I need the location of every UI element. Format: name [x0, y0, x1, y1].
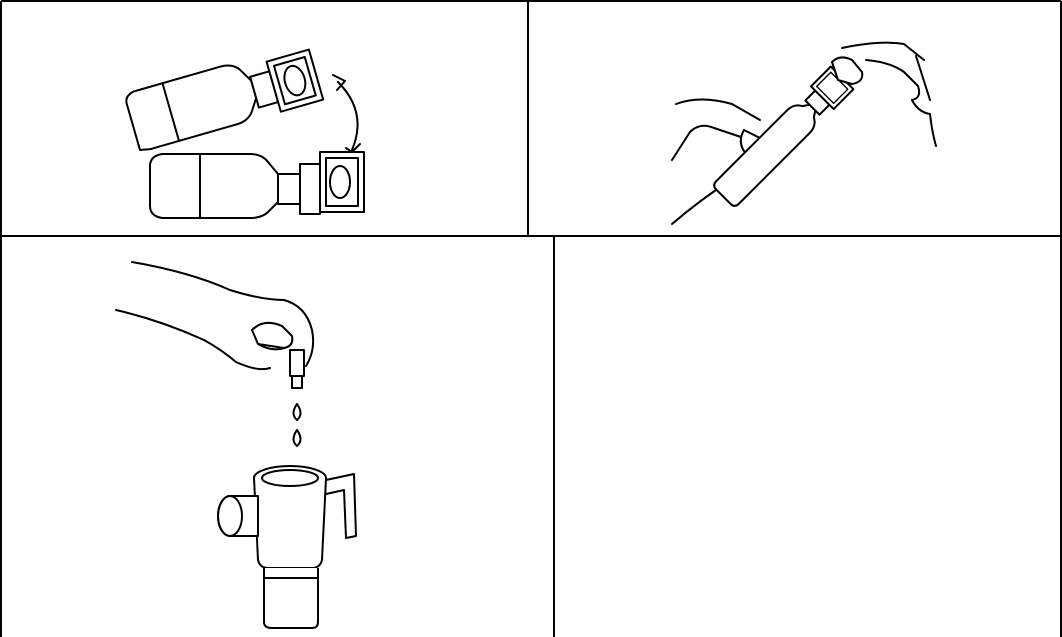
panel-step-3 [116, 262, 356, 628]
nebulizer-fill-icon [116, 262, 356, 628]
panel-step-2 [672, 43, 936, 224]
panel-step-1 [124, 42, 364, 218]
bottle-twist-open-icon [124, 42, 364, 218]
hands-opening-bottle-icon [672, 43, 936, 224]
